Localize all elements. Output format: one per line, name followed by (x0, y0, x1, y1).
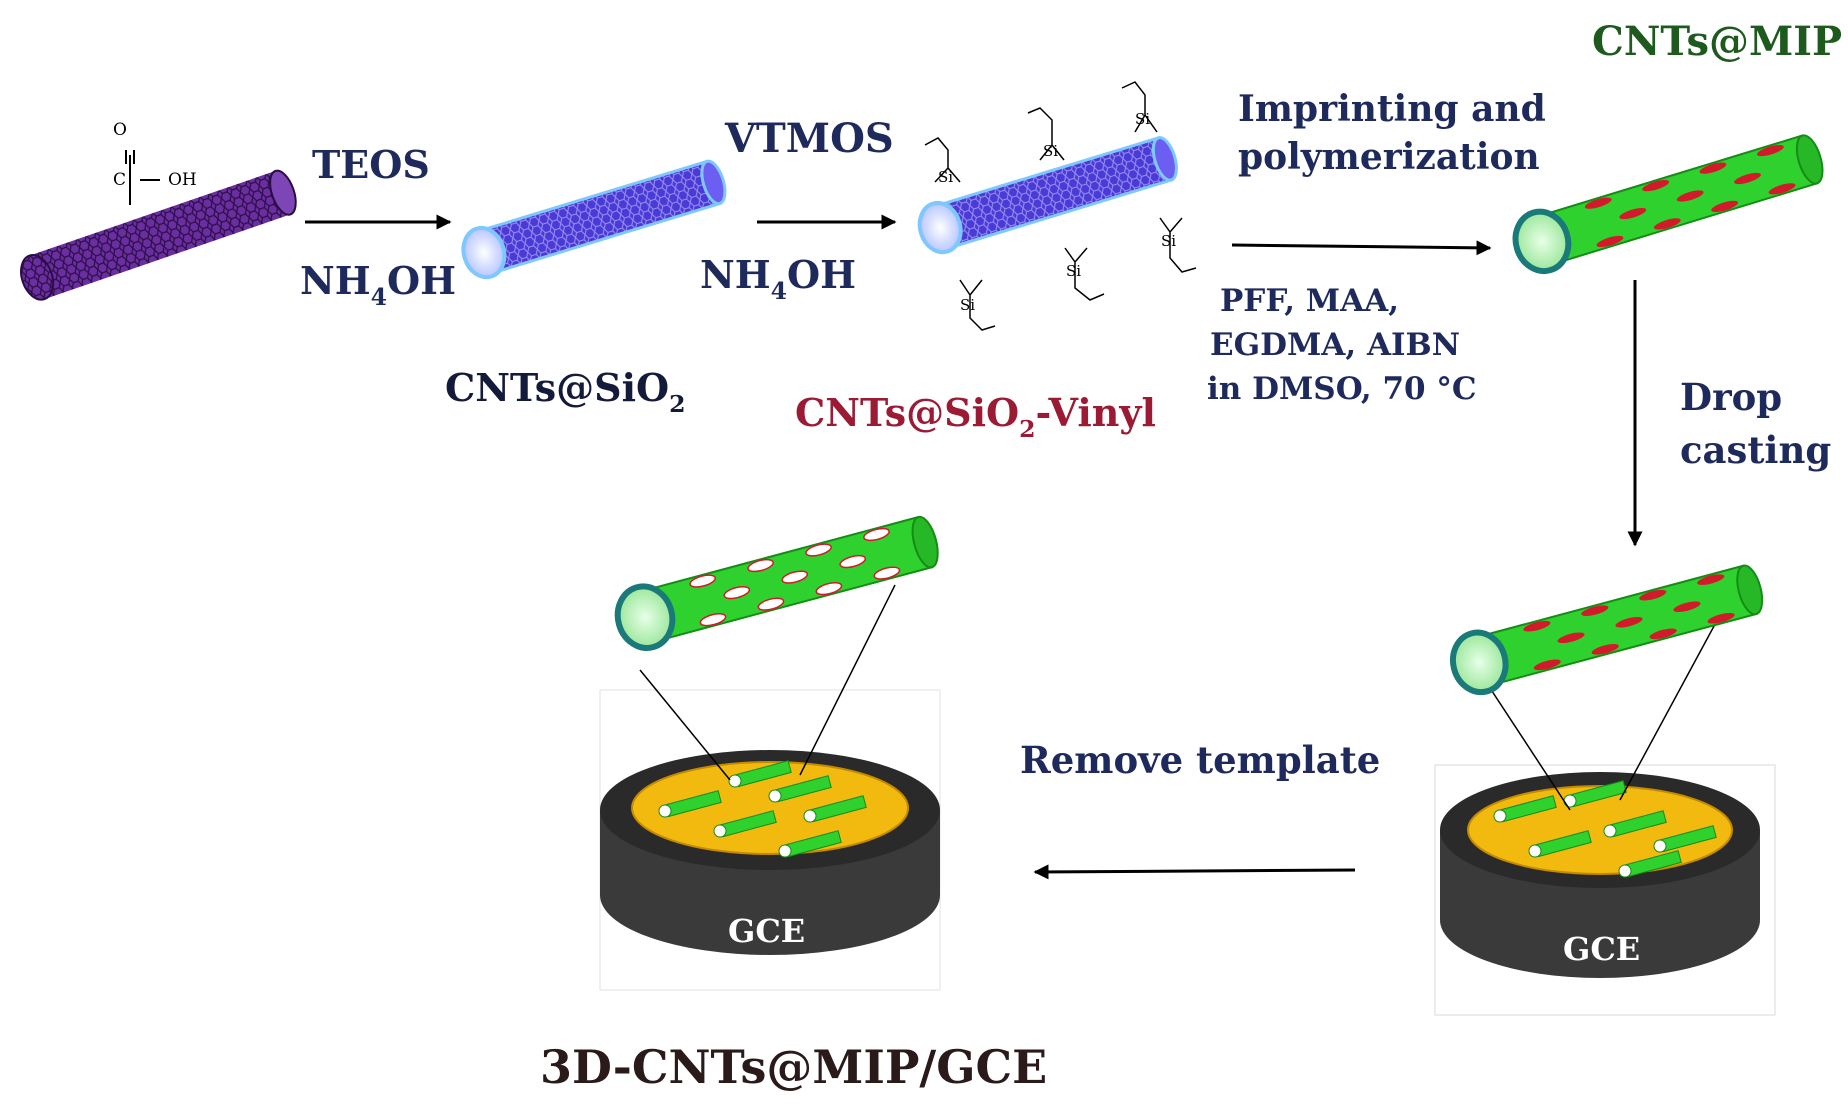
gce-label-right: GCE (1563, 930, 1641, 968)
vtmos-label: VTMOS (725, 115, 894, 162)
conditions-line1: PFF, MAA, (1220, 283, 1400, 319)
teos-label: TEOS (312, 142, 430, 187)
gce-electrode-template-removed (599, 584, 941, 991)
raw-cnt-icon (20, 169, 297, 301)
cnt-sio2-vinyl-icon (917, 81, 1197, 331)
arrow-remove-template (1033, 864, 1356, 880)
drop-casting-line1: Drop (1680, 375, 1783, 419)
si-label-2: Si (1043, 142, 1059, 160)
imprinting-label-line2: polymerization (1238, 136, 1540, 178)
si-label-5: Si (1066, 262, 1082, 280)
gce-electrode-with-template (1434, 614, 1776, 1016)
drop-casting-line2: casting (1680, 428, 1832, 472)
nh4oh-label-1: NH4OH (300, 258, 457, 311)
cooh-group (125, 150, 160, 205)
conditions-line3: in DMSO, 70 °C (1207, 371, 1477, 407)
cnt-mip-label: CNTs@MIP (1592, 18, 1843, 65)
cnt-sio2-label: CNTs@SiO2 (445, 365, 686, 418)
si-label-4: Si (960, 296, 976, 314)
cnt-mip-icon (1512, 134, 1824, 275)
cnt-mip-zoom-left (614, 515, 939, 651)
si-label-1: Si (938, 168, 954, 186)
si-label-3: Si (1135, 110, 1151, 128)
cnt-mip-zoom-right (1449, 564, 1764, 696)
carbon-label: C (113, 170, 127, 190)
arrow-imprinting (1231, 240, 1492, 256)
si-label-6: Si (1161, 232, 1177, 250)
imprinting-label-line1: Imprinting and (1238, 88, 1546, 130)
remove-template-label: Remove template (1020, 738, 1381, 782)
nh4oh-label-2: NH4OH (700, 252, 857, 305)
final-product-label: 3D-CNTs@MIP/GCE (540, 1040, 1048, 1094)
oxygen-label: O (113, 120, 127, 140)
cnt-sio2-vinyl-label: CNTs@SiO2-Vinyl (795, 390, 1156, 443)
gce-label-left: GCE (728, 912, 806, 950)
conditions-line2: EGDMA, AIBN (1210, 327, 1461, 363)
cnt-sio2-icon (461, 159, 727, 280)
hydroxyl-label: OH (168, 170, 197, 190)
